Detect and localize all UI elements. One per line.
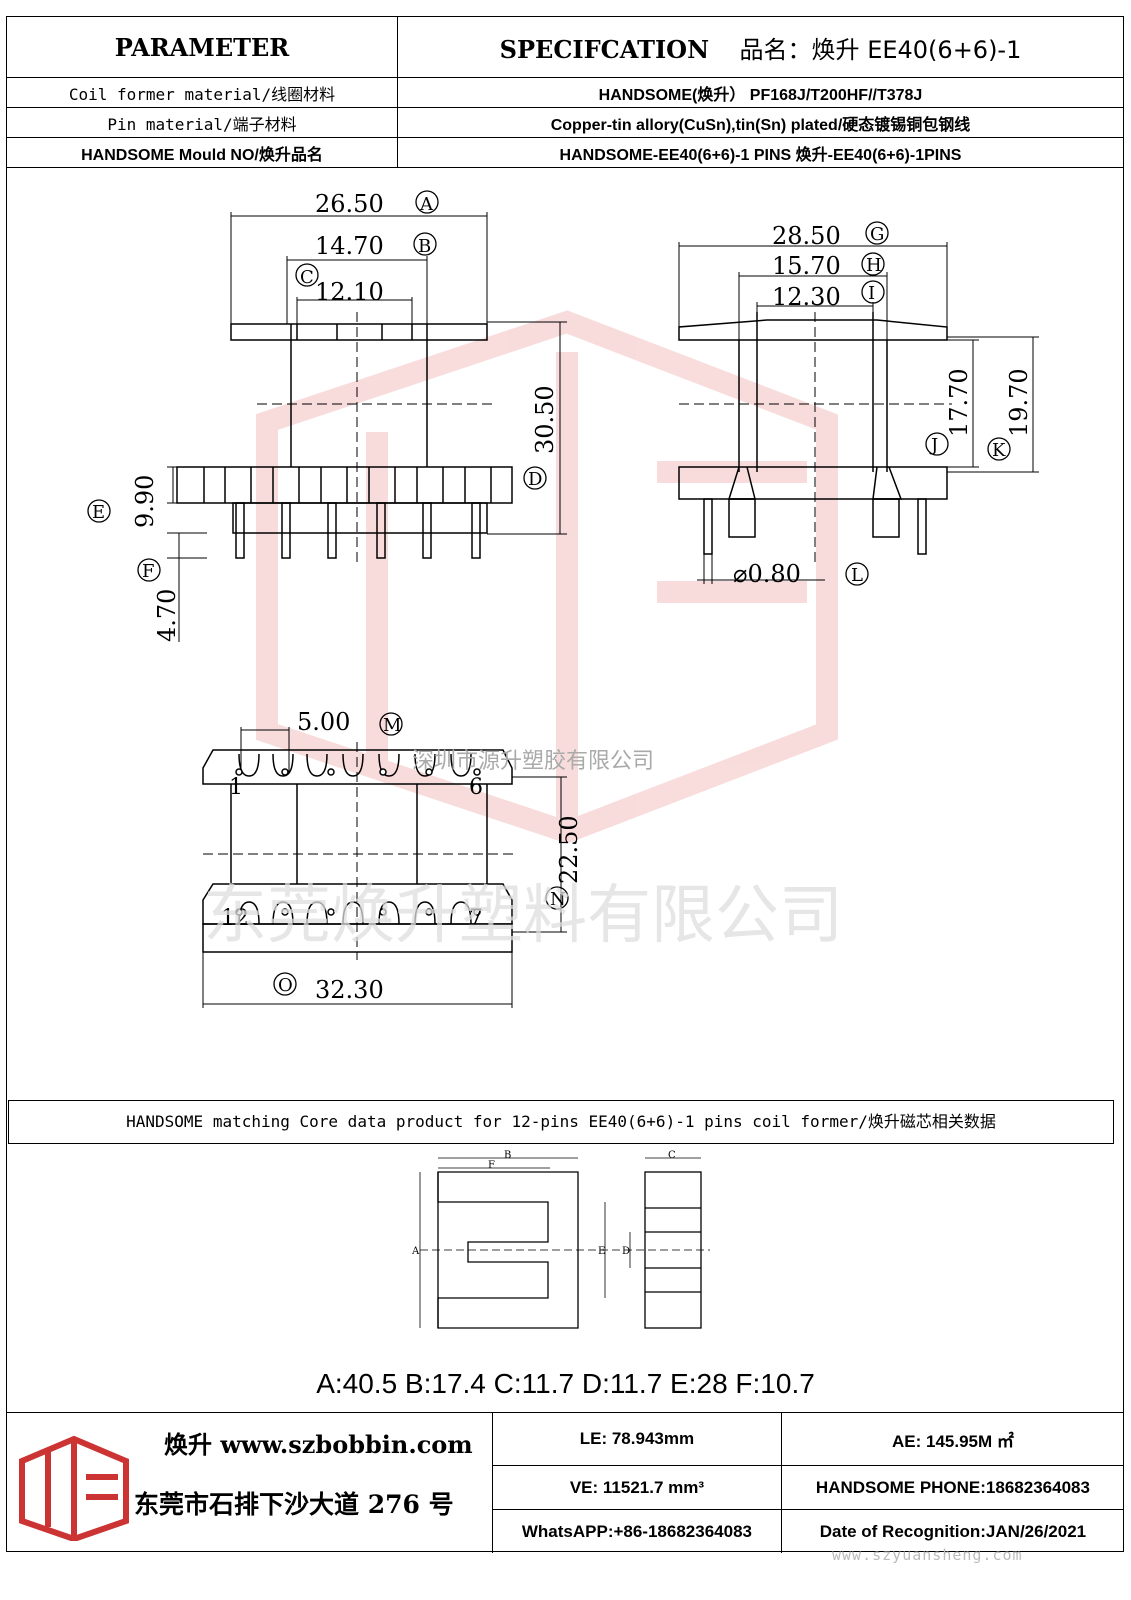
pin-label-7: 7	[469, 906, 483, 931]
dim-n-value: 22.50	[555, 815, 583, 884]
dim-b-letter: B	[418, 236, 431, 257]
mould-no-value: HANDSOME-EE40(6+6)-1 PINS 焕升-EE40(6+6)-1…	[397, 137, 1124, 168]
core-letter-b: B	[504, 1150, 511, 1161]
le-value: LE: 78.943mm	[492, 1413, 782, 1467]
coil-material-value: HANDSOME(焕升） PF168J/T200HF//T378J	[397, 77, 1124, 108]
core-letter-d: D	[622, 1246, 630, 1257]
pin-label-1: 1	[229, 775, 243, 800]
dim-h-letter: H	[866, 255, 882, 276]
dim-k-value: 19.70	[1005, 368, 1033, 437]
dim-d-value: 30.50	[531, 385, 559, 454]
dim-h-value: 15.70	[772, 252, 841, 280]
core-data-values: A:40.5 B:17.4 C:11.7 D:11.7 E:28 F:10.7	[316, 1368, 815, 1399]
dim-j-letter: J	[929, 435, 938, 456]
side-view-labels: 28.50 G 15.70 H 12.30 I 17.70 J 19.70 K …	[733, 221, 1033, 588]
pin-material-value: Copper-tin allory(CuSn),tin(Sn) plated/硬…	[397, 107, 1124, 138]
dim-l-value: ⌀0.80	[733, 560, 801, 588]
product-model: EE40(6+6)-1	[867, 35, 1022, 64]
dim-d-letter: D	[528, 469, 542, 490]
spec-header-table: PARAMETER SPECIFCATION 品名：焕升 EE40(6+6)-1…	[6, 16, 1124, 168]
recognition-date: Date of Recognition:JAN/26/2021	[780, 1509, 1124, 1553]
dim-b-value: 14.70	[315, 232, 384, 260]
dim-i-letter: I	[868, 283, 875, 304]
dim-j-value: 17.70	[945, 368, 973, 437]
core-letter-f: F	[488, 1160, 495, 1171]
phone-value: HANDSOME PHONE:18682364083	[780, 1465, 1124, 1511]
core-letter-c: C	[668, 1150, 676, 1161]
coil-material-label: Coil former material/线圈材料	[6, 77, 398, 108]
dim-c-letter: C	[300, 267, 314, 288]
ae-value: AE: 145.95M ㎡	[780, 1413, 1124, 1467]
dim-i-value: 12.30	[772, 283, 841, 311]
dim-c-value: 12.10	[315, 278, 384, 306]
dim-a-letter: A	[419, 194, 434, 215]
front-view	[167, 212, 567, 642]
technical-drawing: 26.50 A 14.70 B C 12.10 30.50 D 9.90 E F…	[87, 190, 1039, 1008]
watermark-text-small: 深圳市源升塑胶有限公司	[412, 749, 654, 774]
core-data-title: HANDSOME matching Core data product for …	[8, 1100, 1114, 1144]
core-letter-a: A	[411, 1246, 420, 1257]
product-name-prefix: 品名：焕升	[739, 35, 860, 64]
dim-l-letter: L	[851, 565, 863, 586]
dim-g-value: 28.50	[772, 222, 841, 250]
bottom-view	[202, 727, 567, 1008]
brand-website: 焕升 www.szbobbin.com	[164, 1430, 473, 1459]
parameter-heading: PARAMETER	[6, 16, 398, 78]
ve-value: VE: 11521.7 mm³	[492, 1465, 782, 1511]
core-parameters-table: LE: 78.943mm AE: 145.95M ㎡ VE: 11521.7 m…	[492, 1413, 1124, 1553]
whatsapp-value: WhatsAPP:+86-18682364083	[492, 1509, 782, 1553]
dim-a-value: 26.50	[315, 190, 384, 218]
front-view-labels: 26.50 A 14.70 B C 12.10 30.50 D 9.90 E F…	[87, 190, 559, 642]
mould-no-label: HANDSOME Mould NO/焕升品名	[6, 137, 398, 168]
pin-label-12: 12	[221, 906, 249, 931]
dim-k-letter: K	[992, 440, 1006, 461]
dim-e-value: 9.90	[131, 475, 159, 528]
watermark-url: www.szyuansheng.com	[832, 1546, 1023, 1564]
side-view	[678, 242, 1039, 584]
dim-o-letter: O	[278, 975, 293, 996]
dim-f-letter: F	[142, 561, 155, 582]
dim-m-letter: M	[383, 715, 401, 736]
dim-o-value: 32.30	[315, 976, 384, 1004]
dim-g-letter: G	[870, 224, 884, 245]
pin-label-6: 6	[469, 775, 483, 800]
dim-f-value: 4.70	[153, 589, 181, 642]
footer: 焕升 www.szbobbin.com 东莞市石排下沙大道 276 号 LE: …	[6, 1412, 1124, 1553]
dim-e-letter: E	[92, 502, 105, 523]
dim-n-letter: N	[550, 889, 566, 910]
core-diagram: B F C A E D	[411, 1150, 710, 1329]
core-letter-e: E	[598, 1246, 605, 1257]
spec-heading: SPECIFCATION 品名：焕升 EE40(6+6)-1	[397, 16, 1124, 78]
watermark-text-large: 东莞焕升塑料有限公司	[203, 879, 843, 953]
company-logo	[19, 1435, 129, 1541]
company-address: 东莞市石排下沙大道 276 号	[134, 1490, 454, 1519]
watermark-logo	[256, 310, 838, 844]
dim-m-value: 5.00	[297, 708, 350, 736]
spec-label: SPECIFCATION	[499, 34, 710, 64]
company-block: 焕升 www.szbobbin.com 东莞市石排下沙大道 276 号	[6, 1413, 493, 1553]
pin-material-label: Pin material/端子材料	[6, 107, 398, 138]
bottom-view-labels: 5.00 M 1 6 12 7 22.50 N O 32.30	[221, 708, 583, 1004]
